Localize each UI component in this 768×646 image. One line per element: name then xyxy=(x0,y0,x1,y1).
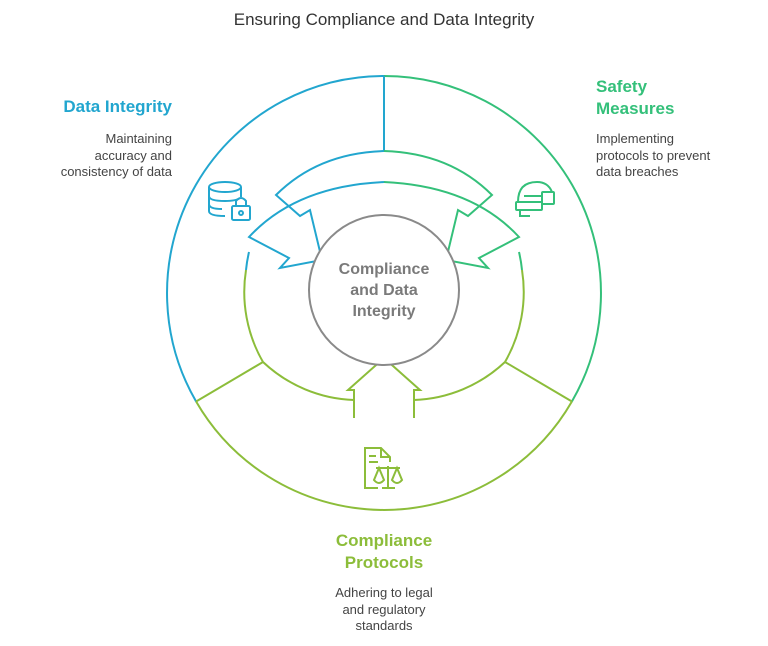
safety-desc: Implementing protocols to prevent data b… xyxy=(596,131,710,181)
data-integrity-desc-line3: consistency of data xyxy=(60,164,172,179)
safety-title-line1: Safety xyxy=(596,77,648,96)
inner-arc-right-green xyxy=(518,251,523,271)
safety-desc-line3: data breaches xyxy=(596,164,679,179)
outer-arc-safety xyxy=(383,75,602,402)
compliance-title-line1: Compliance xyxy=(335,531,433,550)
outer-arc-compliance xyxy=(195,400,573,511)
data-integrity-desc: Maintaining accuracy and consistency of … xyxy=(61,131,172,181)
inner-arc-left xyxy=(243,269,264,363)
data-integrity-desc-line2: accuracy and xyxy=(94,147,172,163)
data-integrity-title: Data Integrity xyxy=(63,97,172,116)
compliance-desc-line1: Adhering to legal xyxy=(335,585,433,600)
center-label: Compliance and Data Integrity xyxy=(314,259,454,322)
inner-arc-bottom-right xyxy=(413,361,506,401)
outer-arc-data-integrity xyxy=(166,75,385,402)
center-label-line1: Compliance xyxy=(338,261,430,278)
center-circle xyxy=(308,214,460,366)
safety-title: Safety Measures xyxy=(596,76,674,120)
safety-desc-line2: protocols to prevent xyxy=(596,147,711,163)
data-integrity-desc-line1: Maintaining xyxy=(105,131,173,146)
legal-document-scale-icon xyxy=(364,447,404,489)
center-label-line2: and Data xyxy=(350,282,418,299)
inner-arc-right xyxy=(504,269,525,363)
page-title: Ensuring Compliance and Data Integrity xyxy=(233,10,535,29)
inner-arc-bottom-left xyxy=(262,361,355,401)
divider-left xyxy=(195,361,264,403)
arrow-safety xyxy=(383,150,521,270)
database-lock-icon xyxy=(208,181,251,221)
divider-right xyxy=(504,361,573,403)
compliance-desc: Adhering to legal and regulatory standar… xyxy=(284,585,484,635)
inner-arc-left-blue xyxy=(245,251,250,271)
safety-desc-line1: Implementing xyxy=(596,131,675,146)
compliance-desc-line2: and regulatory xyxy=(342,601,426,617)
compliance-title-line2: Protocols xyxy=(344,553,424,572)
compliance-desc-line3: standards xyxy=(355,618,413,633)
compliance-title: Compliance Protocols xyxy=(284,530,484,574)
safety-title-line2: Measures xyxy=(596,99,675,118)
center-label-line3: Integrity xyxy=(352,303,416,320)
arrow-compliance-shape xyxy=(345,356,423,418)
arrow-data-integrity xyxy=(247,150,385,270)
safety-helmet-icon xyxy=(515,180,555,217)
